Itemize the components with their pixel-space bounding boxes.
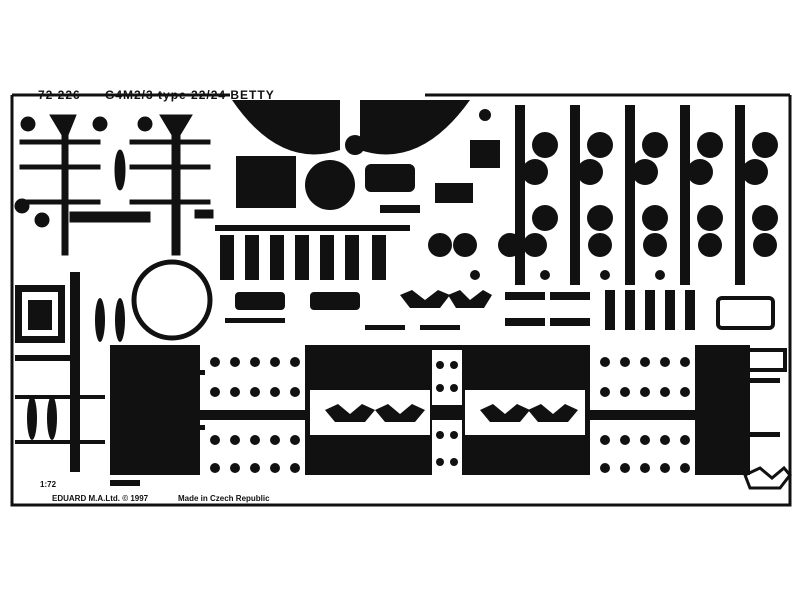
round-dial	[131, 259, 213, 341]
canopy-part-right	[360, 100, 470, 155]
left-panels	[15, 272, 125, 472]
model-title: G4M2/3 type 22/24 BETTY	[105, 88, 275, 102]
scale-label: 1:72	[40, 480, 57, 489]
fret-frame	[10, 93, 792, 507]
pedal-parts	[225, 290, 775, 330]
frame-parts-top-left	[14, 114, 214, 256]
instrument-parts	[236, 109, 500, 213]
main-plate	[110, 345, 792, 490]
catalog-number: 72 226	[38, 88, 81, 102]
bracket-row	[215, 225, 410, 280]
origin-label: Made in Czech Republic	[178, 494, 270, 503]
wheel-parts-grid	[428, 105, 778, 285]
canopy-part-left	[232, 100, 340, 155]
copyright-label: EDUARD M.A.Ltd. © 1997	[52, 494, 149, 503]
side-rails	[110, 370, 780, 486]
